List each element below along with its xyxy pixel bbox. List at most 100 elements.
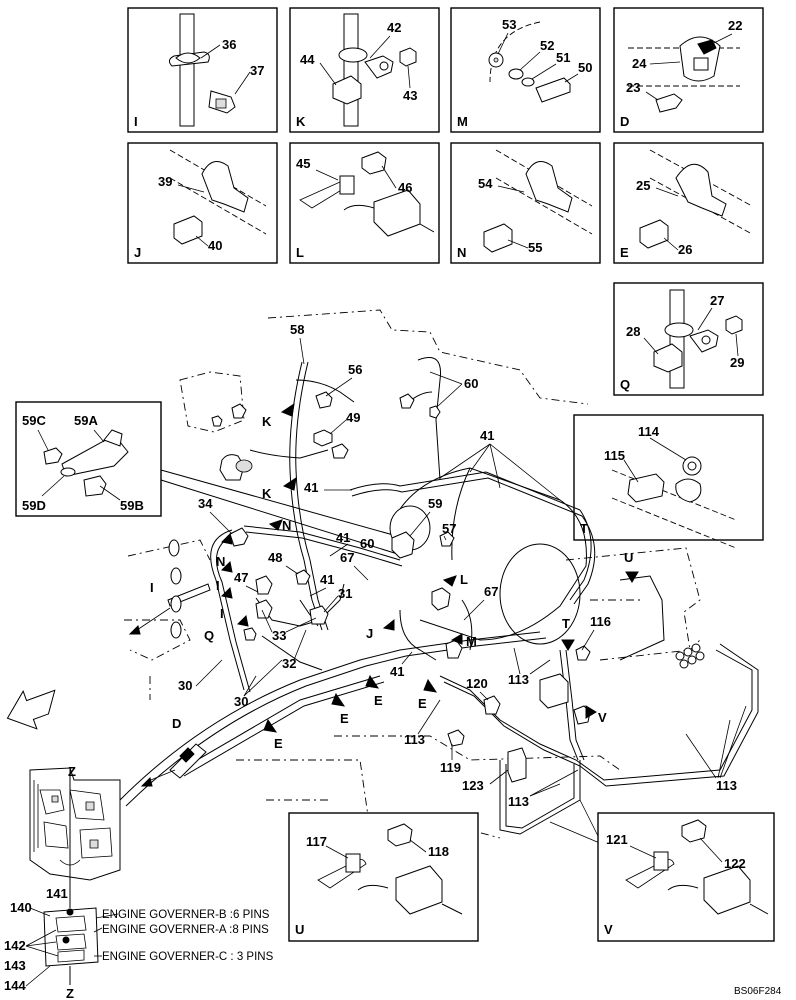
detail-panel-e: 25 26 E (613, 142, 764, 264)
arrow-letter-z2: Z (66, 986, 74, 1000)
label-59c: 59C (22, 413, 46, 428)
inset-leader-lower (160, 479, 405, 557)
label-120: 120 (466, 676, 488, 691)
arrow-letter-v: V (598, 710, 607, 725)
panel-letter-t: T (580, 521, 588, 536)
arrow-letter-e2: E (340, 711, 349, 726)
arrow-letter-k1: K (262, 414, 272, 429)
detail-panel-q: 27 28 29 Q (613, 282, 764, 396)
panel-letter-i: I (134, 114, 138, 129)
label-39: 39 (158, 174, 172, 189)
panel-letter-j: J (134, 245, 141, 260)
label-41-top: 41 (480, 428, 494, 443)
label-53: 53 (502, 17, 516, 32)
label-59b: 59B (120, 498, 144, 513)
arrow-letter-i3: I (220, 606, 224, 621)
fuel-tank (389, 467, 587, 645)
label-60-mid: 60 (360, 536, 374, 551)
detail-panel-v: 121 122 V (597, 812, 775, 942)
label-141: 141 (46, 886, 68, 901)
label-123: 123 (462, 778, 484, 793)
arrow-letter-i1: I (216, 578, 220, 593)
label-113-c: 113 (508, 794, 529, 809)
detail-panel-m: 53 52 51 50 M (450, 7, 601, 133)
detail-panel-j: 39 40 J (127, 142, 278, 264)
label-41-c: 41 (320, 572, 334, 587)
label-59a: 59A (74, 413, 98, 428)
detail-panel-l: 45 46 L (289, 142, 440, 264)
label-45: 45 (296, 156, 310, 171)
arrow-letter-j: J (366, 626, 373, 641)
label-60-top: 60 (464, 376, 478, 391)
label-54: 54 (478, 176, 493, 191)
label-24: 24 (632, 56, 647, 71)
label-32: 32 (282, 656, 296, 671)
arrow-letter-l: L (460, 572, 468, 587)
label-49: 49 (346, 410, 360, 425)
arrow-e2 (331, 692, 346, 707)
label-41-b: 41 (336, 530, 350, 545)
label-59: 59 (428, 496, 442, 511)
arrow-m (450, 633, 463, 645)
arrow-n1 (268, 519, 283, 531)
label-115: 115 (604, 448, 625, 463)
arrow-k1 (280, 402, 295, 417)
panel-letter-v: V (604, 922, 613, 937)
label-117: 117 (306, 834, 327, 849)
label-58: 58 (290, 322, 304, 337)
panel-letter-u: U (295, 922, 304, 937)
arrow-v (585, 705, 597, 719)
governor-c-pins: ENGINE GOVERNER-C : 3 PINS (102, 951, 274, 963)
label-140: 140 (10, 900, 32, 915)
label-41-mid: 41 (304, 480, 318, 495)
label-119: 119 (440, 760, 461, 775)
label-57: 57 (442, 521, 456, 536)
label-116: 116 (590, 614, 611, 629)
label-34: 34 (198, 496, 213, 511)
label-52: 52 (540, 38, 554, 53)
label-29: 29 (730, 355, 744, 370)
panel-letter-q: Q (620, 377, 630, 392)
label-27: 27 (710, 293, 724, 308)
arrow-t (561, 639, 575, 651)
detail-panel-t: 114 115 T (573, 414, 764, 549)
inset-leader-upper (160, 469, 405, 539)
label-31: 31 (338, 586, 352, 601)
panel-letter-m: M (457, 114, 468, 129)
detail-panel-k: 42 44 43 K (289, 7, 440, 133)
label-37: 37 (250, 63, 264, 78)
label-44: 44 (300, 52, 315, 67)
arrow-letter-z1: Z (68, 764, 76, 779)
arrow-q (236, 614, 249, 627)
arrow-j (382, 618, 395, 631)
label-36: 36 (222, 37, 236, 52)
detail-panel-d: 22 24 23 D (613, 7, 764, 133)
label-114: 114 (638, 424, 660, 439)
label-30-left: 30 (178, 678, 192, 693)
inset-connector-59: 59C 59A 59D 59B (15, 401, 162, 517)
label-30-mid: 30 (234, 694, 248, 709)
label-41-d: 41 (390, 664, 404, 679)
label-33: 33 (272, 628, 286, 643)
arrow-k2 (282, 476, 297, 491)
drawing-code: BS06F284 (734, 986, 782, 997)
arrow-l (442, 575, 457, 587)
detail-panel-u: 117 118 U (288, 812, 479, 942)
arrow-letter-q: Q (204, 628, 214, 643)
label-113-a: 113 (508, 672, 529, 687)
main-view-labels: 58 56 60 41 49 59 41 34 57 60 41 48 67 4… (178, 322, 747, 851)
arrow-e1 (365, 674, 380, 689)
arrow-letters: K K N N I I I Q J L M E E E E D U T V (150, 414, 633, 751)
detail-panel-i: 36 37 I (127, 7, 278, 133)
direction-arrows (6, 402, 639, 787)
label-121: 121 (606, 832, 628, 847)
governor-labels: 141 140 142 143 144 ENGINE GOVERNER-B :6… (4, 886, 274, 993)
label-113-d: 113 (716, 778, 737, 793)
label-113-b: 113 (404, 732, 425, 747)
label-50: 50 (578, 60, 592, 75)
panel-letter-n: N (457, 245, 466, 260)
arrow-u (625, 571, 639, 583)
arrow-e3 (263, 718, 278, 733)
label-43: 43 (403, 88, 417, 103)
